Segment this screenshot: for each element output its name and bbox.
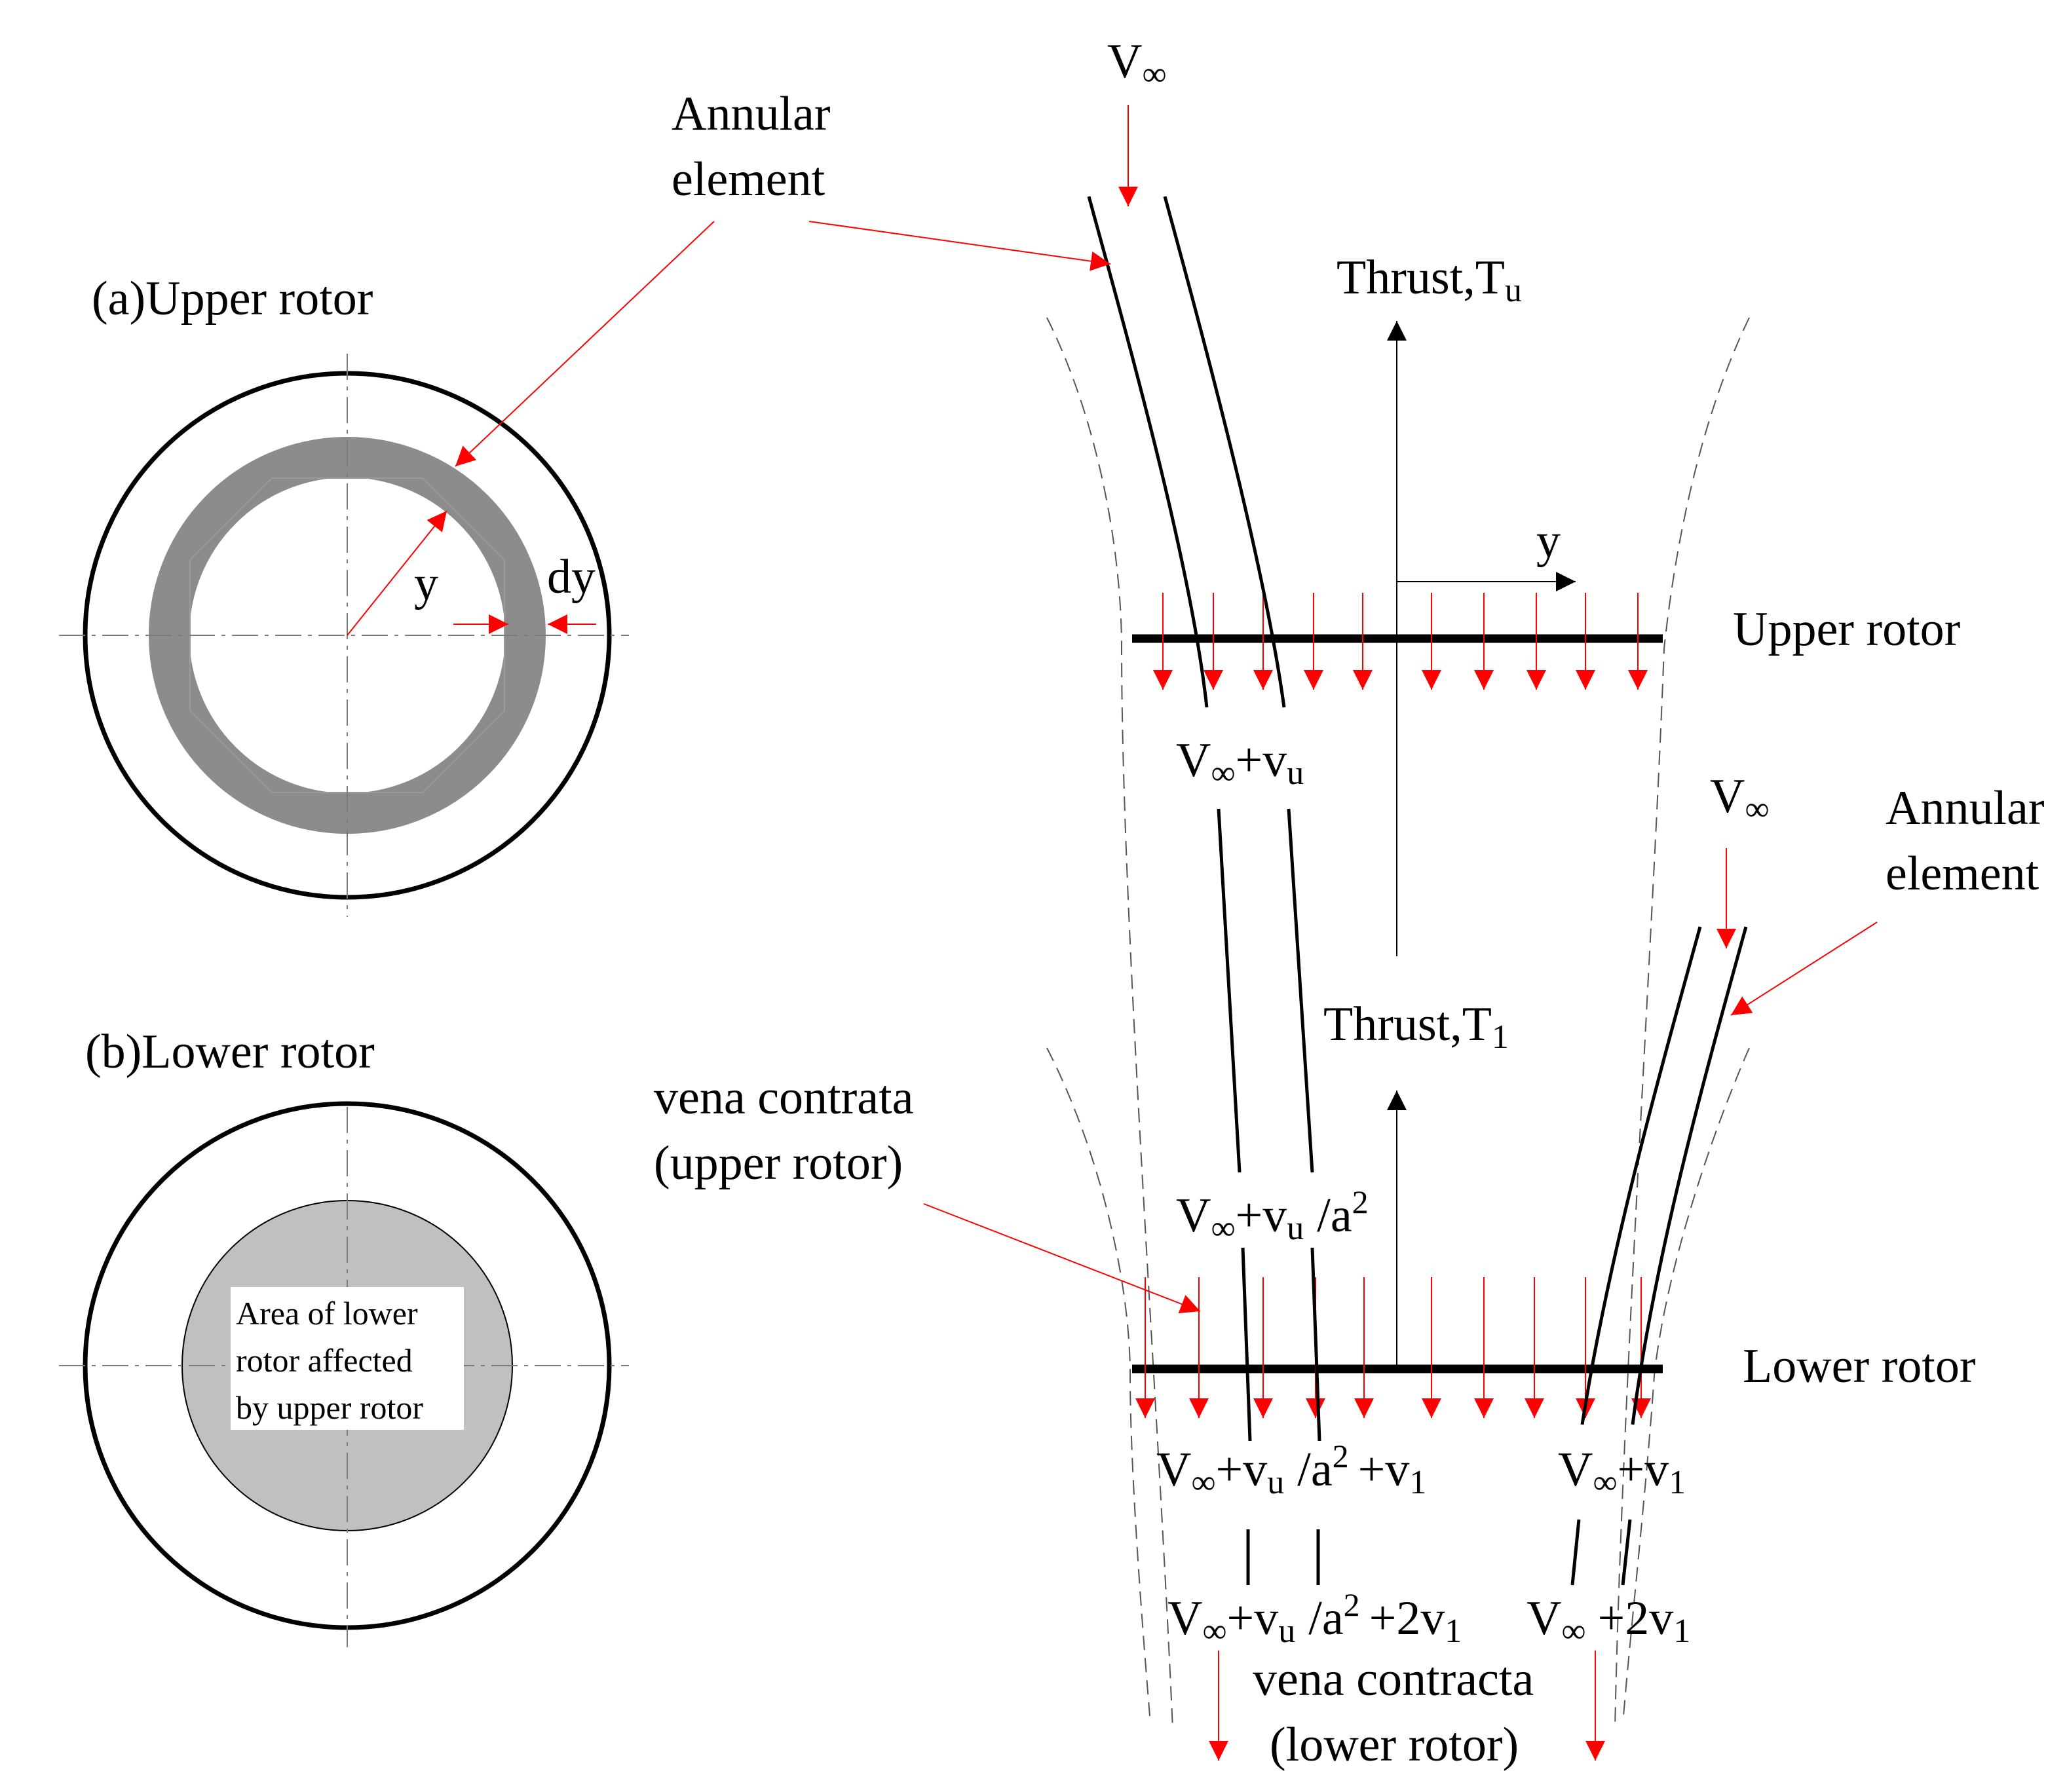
panel-a-upper-rotor: (a)Upper rotor y dy — [59, 272, 629, 917]
radius-y-arrow — [347, 510, 447, 636]
velocity-at-lower-rotor-outer: V∞+v1 — [1558, 1443, 1686, 1501]
lower-slipstream-left — [1046, 1047, 1150, 1717]
affected-area-line-3: by upper rotor — [236, 1389, 423, 1426]
velocity-far-wake-outer: V∞+2v1 — [1527, 1592, 1690, 1650]
upper-annular-streamtube — [1087, 196, 1321, 1585]
vena-contrata-upper-line-2: (upper rotor) — [654, 1136, 903, 1190]
inner-polygon — [189, 477, 505, 793]
velocity-above-lower-rotor: V∞+vu/a2 — [1176, 1184, 1369, 1247]
annular-leader-upper — [808, 221, 1111, 271]
lower-inflow-arrows — [1135, 1277, 1651, 1418]
lower-slipstream-right — [1623, 1047, 1750, 1717]
annular-label-lower-2: element — [1886, 847, 2039, 901]
radius-y-label: y — [414, 557, 438, 610]
upper-slipstream-left — [1046, 317, 1173, 1730]
velocity-at-lower-rotor-inner: V∞+vu/a2+v1 — [1156, 1438, 1426, 1501]
annular-leader-left — [455, 221, 715, 467]
velocity-far-wake-inner: V∞+vu/a2+2v1 — [1167, 1586, 1462, 1650]
affected-area-line-2: rotor affected — [236, 1342, 413, 1379]
panel-b-title: (b)Lower rotor — [85, 1025, 375, 1079]
lower-annular-streamtube — [1570, 926, 1748, 1586]
annular-label-lower-1: Annular — [1886, 781, 2045, 835]
upper-slipstream-right — [1614, 317, 1750, 1730]
thrust-upper-label: Thrust,Tu — [1337, 251, 1522, 309]
vena-contracta-lower-line-1: vena contracta — [1253, 1652, 1534, 1706]
thrust-lower-label: Thrust,T1 — [1323, 998, 1509, 1056]
vena-contrata-leader — [923, 1203, 1201, 1314]
y-axis-label: y — [1536, 514, 1561, 568]
slipstream-boundaries — [1046, 317, 1750, 1730]
flow-schematic: y — [455, 105, 1878, 1761]
vena-contrata-upper-line-1: vena contrata — [654, 1071, 914, 1125]
freestream-label-upper: V∞ — [1107, 35, 1167, 93]
lower-rotor-label: Lower rotor — [1743, 1339, 1975, 1393]
upper-inflow-arrows — [1153, 593, 1648, 690]
annular-label-upper-1: Annular — [672, 87, 831, 141]
affected-area-label-box — [231, 1287, 464, 1430]
freestream-label-lower: V∞ — [1710, 770, 1770, 828]
upper-rotor-label: Upper rotor — [1733, 603, 1960, 656]
annular-label-upper-2: element — [672, 153, 825, 206]
annular-leader-lower — [1730, 922, 1878, 1016]
velocity-at-upper-rotor: V∞+vu — [1176, 734, 1304, 792]
panel-b-lower-rotor: (b)Lower rotor Area of lower rotor affec… — [59, 1025, 629, 1647]
panel-a-title: (a)Upper rotor — [92, 272, 373, 326]
dy-label: dy — [547, 550, 596, 604]
flow-labels: V∞ Annular element Thrust,Tu Upper rotor… — [654, 35, 2045, 1772]
affected-area-line-1: Area of lower — [236, 1295, 418, 1332]
vena-contracta-lower-line-2: (lower rotor) — [1270, 1718, 1519, 1772]
